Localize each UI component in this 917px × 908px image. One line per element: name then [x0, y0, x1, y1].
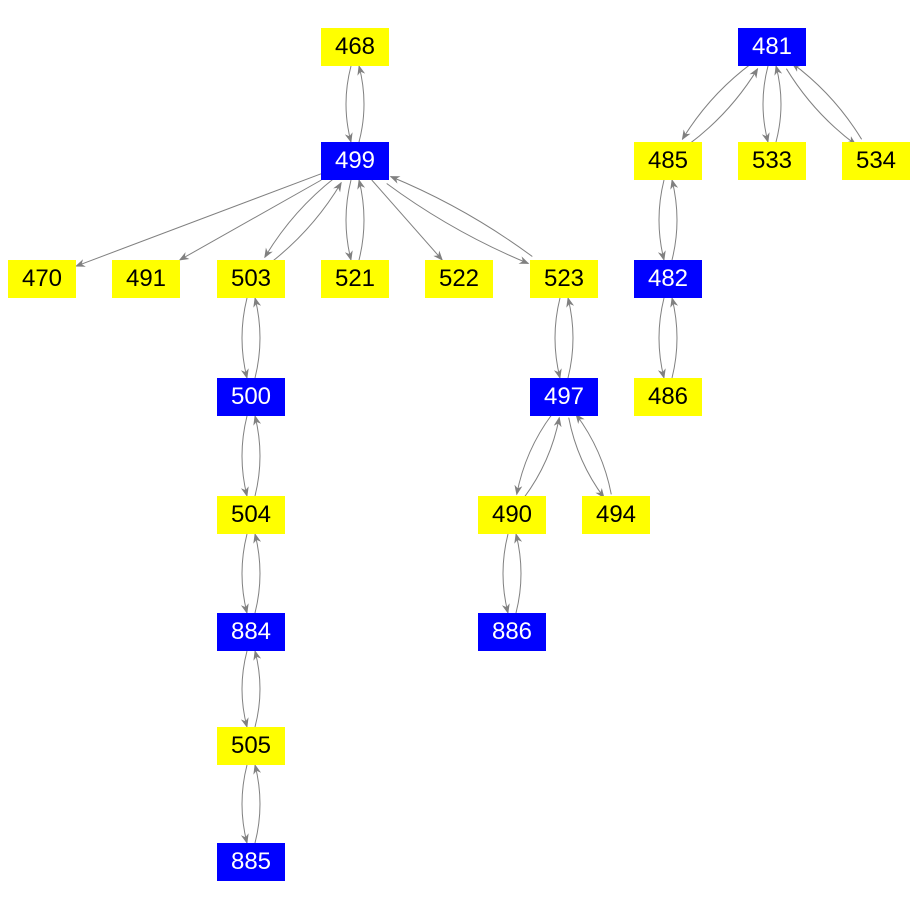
node-468: 468 — [321, 28, 389, 66]
node-503: 503 — [217, 260, 285, 298]
node-534: 534 — [842, 142, 910, 180]
edge-521-to-499 — [357, 179, 366, 261]
edge-485-to-482 — [657, 179, 666, 261]
edge-886-to-490 — [514, 533, 523, 614]
node-486: 486 — [634, 378, 702, 416]
node-504: 504 — [217, 496, 285, 534]
edge-468-to-499 — [344, 65, 353, 143]
edge-885-to-505 — [253, 764, 262, 844]
edge-482-to-486 — [657, 297, 666, 379]
node-470: 470 — [8, 260, 76, 298]
edge-500-to-504 — [240, 415, 249, 497]
edge-533-to-481 — [774, 65, 783, 143]
node-497: 497 — [530, 378, 598, 416]
edge-497-to-494 — [568, 417, 605, 499]
edge-485-to-481 — [687, 67, 759, 146]
node-886: 886 — [478, 613, 546, 651]
node-521: 521 — [321, 260, 389, 298]
node-885: 885 — [217, 843, 285, 881]
edge-481-to-485 — [681, 62, 753, 141]
node-494: 494 — [582, 496, 650, 534]
edge-499-to-521 — [344, 179, 353, 261]
edge-499-to-522 — [371, 179, 443, 261]
node-481: 481 — [738, 28, 806, 66]
node-522: 522 — [425, 260, 493, 298]
edge-499-to-468 — [357, 65, 366, 143]
edge-482-to-485 — [670, 179, 679, 261]
node-485: 485 — [634, 142, 702, 180]
edge-499-to-491 — [178, 179, 322, 261]
node-491: 491 — [112, 260, 180, 298]
edge-497-to-523 — [566, 297, 575, 379]
node-523: 523 — [530, 260, 598, 298]
edge-497-to-490 — [514, 414, 553, 496]
edge-884-to-504 — [253, 533, 262, 614]
node-482: 482 — [634, 260, 702, 298]
edge-523-to-499 — [389, 176, 533, 257]
edge-505-to-884 — [253, 650, 262, 728]
edge-494-to-497 — [575, 413, 612, 495]
node-533: 533 — [738, 142, 806, 180]
node-500: 500 — [217, 378, 285, 416]
node-490: 490 — [478, 496, 546, 534]
edge-499-to-503 — [264, 176, 336, 259]
edge-503-to-500 — [240, 297, 249, 379]
edge-523-to-497 — [553, 297, 562, 379]
edge-490-to-886 — [501, 533, 510, 614]
edge-481-to-533 — [761, 65, 770, 143]
edge-481-to-534 — [785, 68, 857, 146]
edge-503-to-499 — [270, 181, 342, 264]
node-884: 884 — [217, 613, 285, 651]
edge-504-to-500 — [253, 415, 262, 497]
edge-499-to-523 — [386, 183, 530, 264]
edge-534-to-481 — [791, 62, 863, 140]
node-505: 505 — [217, 727, 285, 765]
edge-499-to-470 — [75, 173, 322, 267]
edge-504-to-884 — [240, 533, 249, 614]
edge-884-to-505 — [240, 650, 249, 728]
node-499: 499 — [321, 142, 389, 180]
edge-490-to-497 — [523, 416, 562, 498]
edge-500-to-503 — [253, 297, 262, 379]
edge-505-to-885 — [240, 764, 249, 844]
edge-486-to-482 — [670, 297, 679, 379]
